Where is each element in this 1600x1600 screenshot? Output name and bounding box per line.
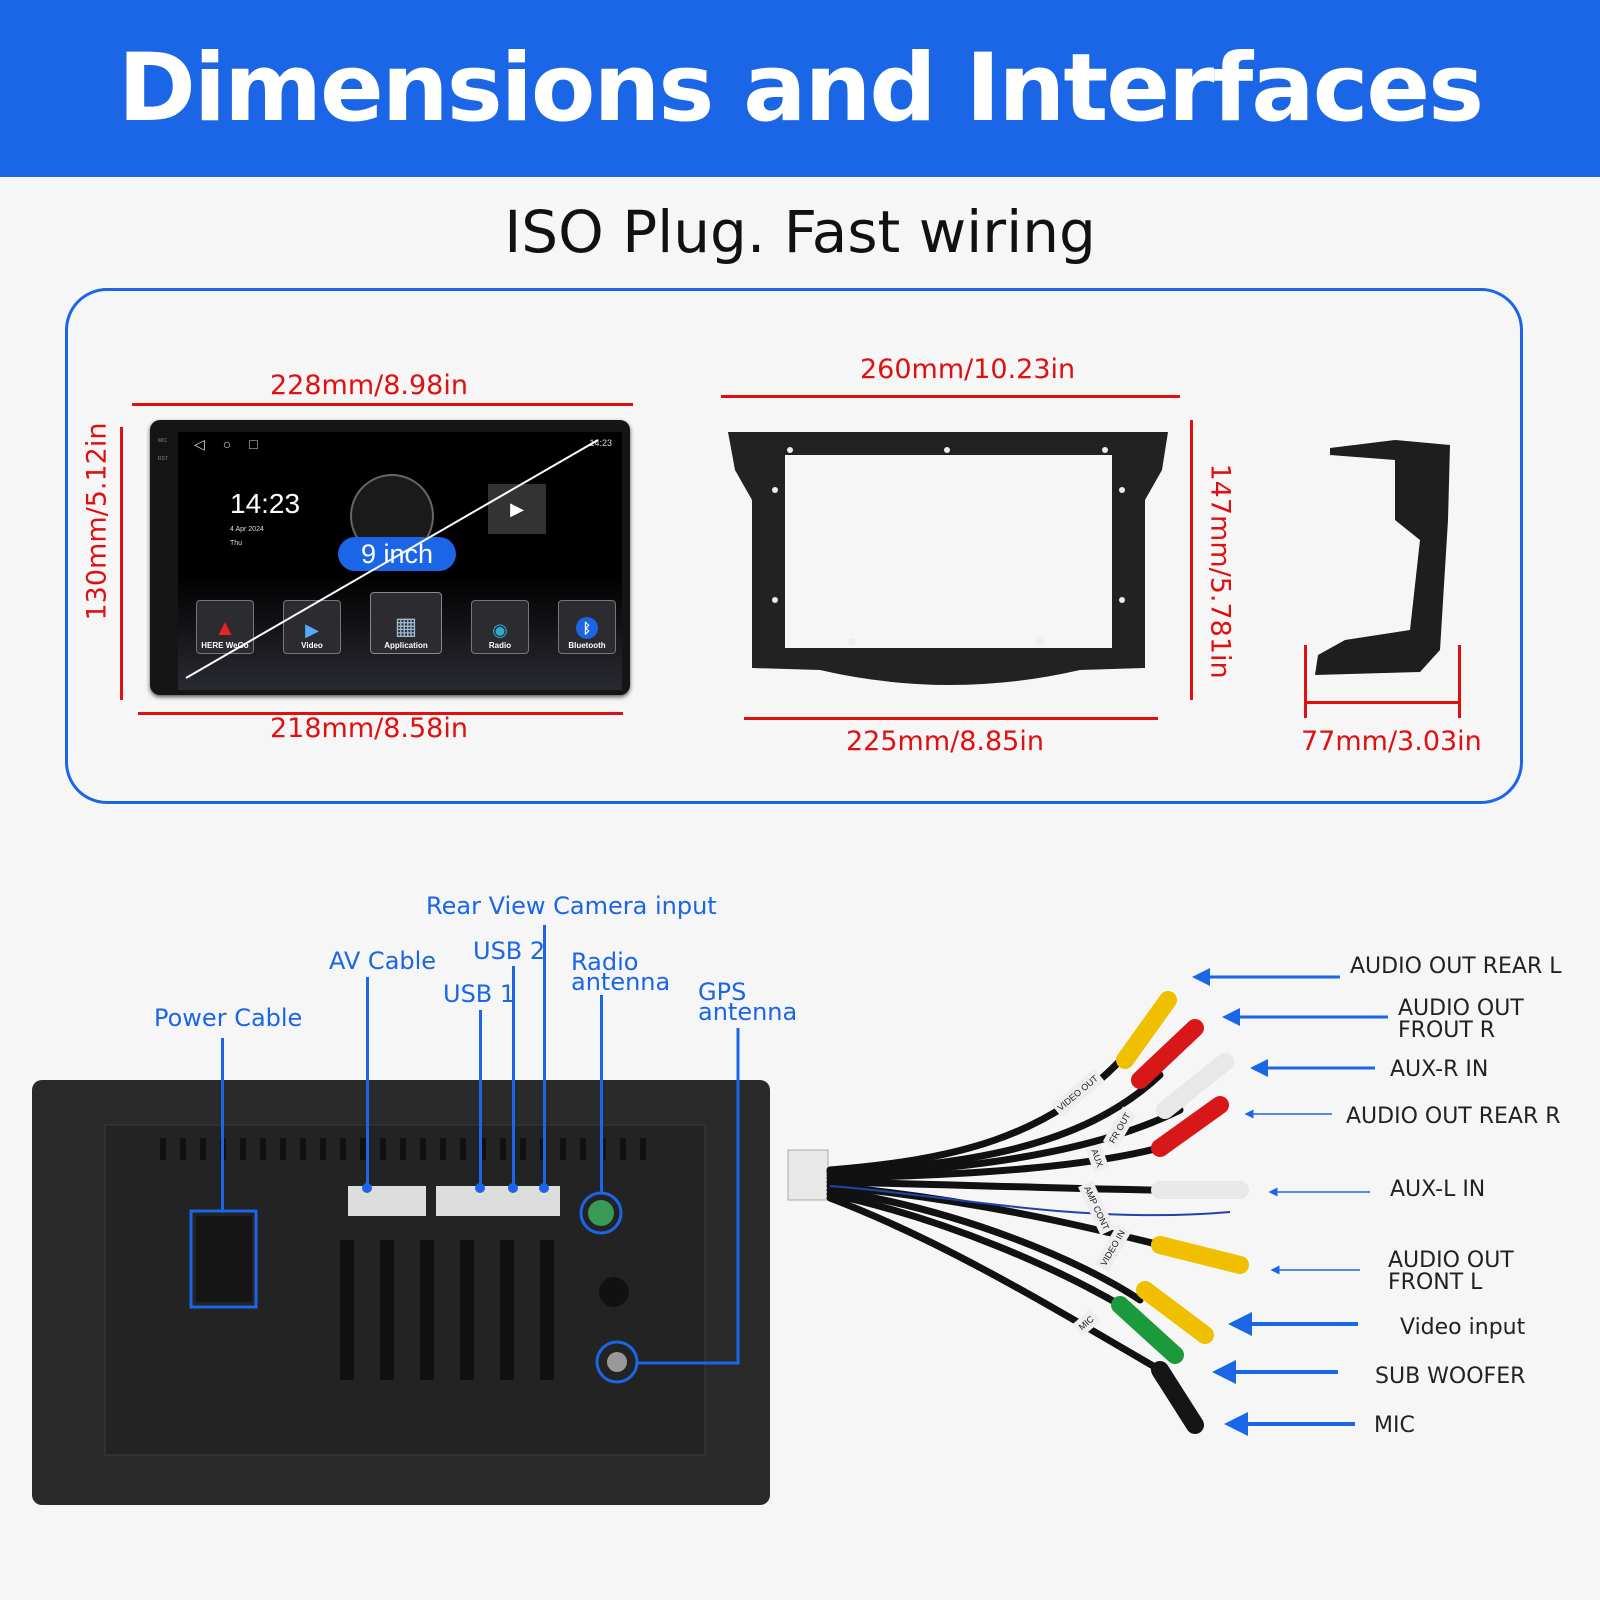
dim-depth: 77mm/3.03in (1301, 726, 1482, 757)
vent-slots (160, 1138, 646, 1380)
side-bracket (1315, 440, 1450, 675)
callout-line-usb2 (512, 966, 515, 1188)
dim-line-frame-top (721, 395, 1180, 398)
power-cable-port[interactable] (196, 1216, 252, 1302)
frame-body (728, 432, 1168, 685)
plug-aux-r-in (1156, 1053, 1234, 1119)
plug-video-input (1136, 1281, 1214, 1344)
dim-screen-top: 228mm/8.98in (270, 370, 468, 401)
callout-line-camera (543, 925, 546, 1188)
side-button-labels: MIC RST (158, 438, 168, 462)
dim-line-screen-height (120, 427, 123, 700)
dim-line-screen-top (132, 403, 633, 406)
rca-plugs (1111, 991, 1249, 1434)
plug-audio-out-rear-r (1151, 1096, 1229, 1157)
callout-line-power (221, 1038, 224, 1211)
av-cable-port[interactable] (348, 1186, 426, 1216)
callout-line-radio (600, 995, 603, 1193)
label-audio-out-rear-r: AUDIO OUT REAR R (1346, 1104, 1561, 1129)
callout-usb2: USB 2 (473, 937, 546, 965)
status-time: 14:23 (589, 438, 612, 448)
label-video-input: Video input (1400, 1315, 1526, 1340)
harness-connector (787, 1149, 829, 1201)
dim-frame-top: 260mm/10.23in (860, 354, 1076, 385)
callout-line-av (366, 977, 369, 1188)
dim-line-screen-bottom (138, 712, 623, 715)
label-mic: MIC (1374, 1413, 1415, 1438)
plug-audio-out-rear-l (1116, 991, 1177, 1069)
callout-dots (362, 1183, 549, 1193)
hole (599, 1277, 629, 1307)
dimensions-panel (65, 288, 1523, 804)
dim-line-frame-bottom (744, 717, 1158, 720)
dim-line-frame-height (1190, 420, 1193, 700)
dim-screen-bottom: 218mm/8.58in (270, 713, 468, 744)
gps-antenna-port[interactable] (607, 1352, 627, 1372)
radio-antenna-port[interactable] (588, 1200, 614, 1226)
label-audio-out-rear-l: AUDIO OUT REAR L (1350, 954, 1562, 979)
callout-markers (189, 1028, 740, 1384)
callout-rear-camera: Rear View Camera input (426, 892, 717, 920)
header-banner: Dimensions and Interfaces (0, 0, 1600, 177)
label-sub-woofer: SUB WOOFER (1375, 1364, 1526, 1389)
callout-av-cable: AV Cable (329, 947, 437, 975)
plug-audio-out-front-l (1151, 1236, 1249, 1274)
dim-frame-bottom: 225mm/8.85in (846, 726, 1044, 757)
subtitle: ISO Plug. Fast wiring (504, 198, 1096, 266)
callout-usb1: USB 1 (443, 980, 516, 1008)
label-aux-l-in: AUX-L IN (1390, 1177, 1486, 1202)
label-aux-r-in: AUX-R IN (1390, 1057, 1489, 1082)
dim-line-depth (1304, 701, 1461, 704)
dim-line-depth-left (1304, 645, 1307, 718)
amp-wire (829, 1185, 1231, 1217)
dim-line-depth-right (1458, 645, 1461, 718)
callout-line-usb1 (479, 1010, 482, 1188)
plug-sub-woofer (1111, 1296, 1184, 1364)
usb-ports[interactable] (436, 1186, 560, 1216)
plug-mic (1151, 1361, 1204, 1434)
page-title: Dimensions and Interfaces (117, 34, 1484, 143)
callout-power-cable: Power Cable (154, 1004, 303, 1032)
plug-audio-out-front-r (1131, 1019, 1204, 1089)
frame-holes (772, 447, 1125, 646)
